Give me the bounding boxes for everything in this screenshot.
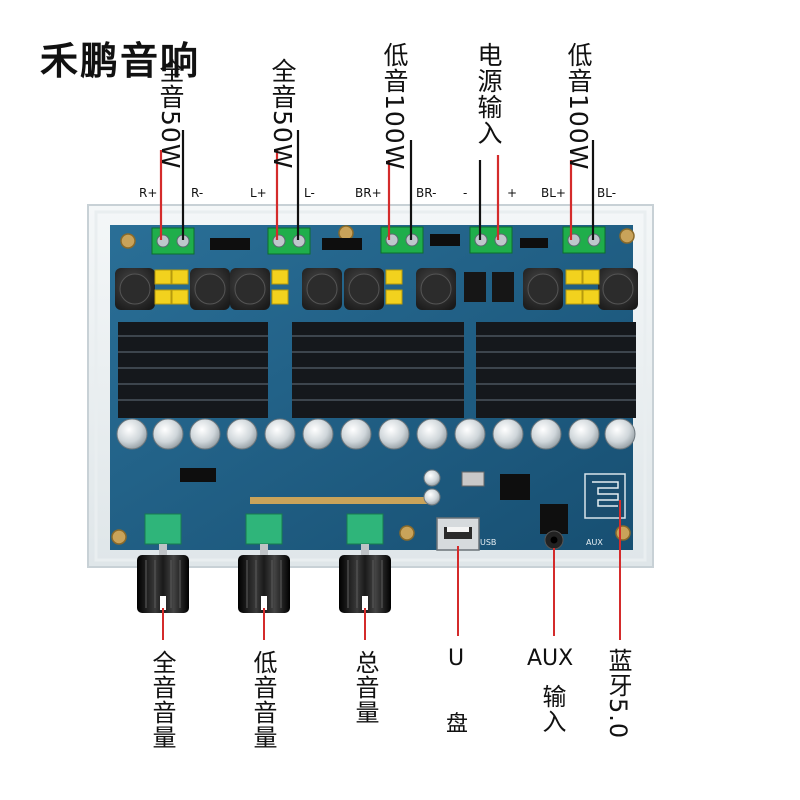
- board-print-usb: USB: [480, 538, 496, 547]
- pointer-lines-bottom: [162, 500, 621, 640]
- label-power-input: 电源输入: [474, 42, 503, 146]
- terminal-br-plus: BR+: [355, 186, 382, 200]
- label-full-range-right: 全音50W: [156, 58, 185, 170]
- electrolytic-capacitors: [116, 418, 636, 450]
- bluetooth-module: [584, 473, 626, 519]
- label-bass-left: 低音100W: [564, 42, 593, 171]
- terminal-r-plus: R+: [139, 186, 158, 200]
- label-usb-u: U: [448, 646, 465, 671]
- terminal-bl-plus: BL+: [541, 186, 566, 200]
- terminal-r-minus: R-: [191, 186, 204, 200]
- board-print-aux: AUX: [586, 538, 603, 547]
- standoff-screws: [111, 225, 635, 545]
- potentiometer-bodies: [144, 513, 384, 545]
- label-usb-disk: 盘: [446, 712, 469, 737]
- label-bass-volume: 低音音量: [249, 650, 277, 750]
- label-full-range-left: 全音50W: [268, 58, 297, 170]
- terminal-blocks: [151, 226, 606, 255]
- label-bass-right: 低音100W: [380, 42, 409, 171]
- lower-components: [180, 468, 530, 506]
- label-full-range-volume: 全音音量: [148, 650, 176, 750]
- diodes: [464, 272, 514, 302]
- volume-knobs: [137, 544, 391, 613]
- terminal-power-plus: +: [507, 186, 518, 200]
- aux-jack: [540, 504, 568, 550]
- brand-logo-text: 禾鹏音响: [40, 38, 201, 83]
- film-capacitors: [154, 269, 600, 305]
- smd-components: [210, 234, 548, 250]
- terminal-br-minus: BR-: [416, 186, 437, 200]
- terminal-bl-minus: BL-: [597, 186, 617, 200]
- inductors: [115, 268, 638, 310]
- terminal-l-minus: L-: [304, 186, 315, 200]
- label-master-volume: 总音量: [351, 650, 379, 725]
- usb-port: [436, 517, 480, 551]
- pointer-lines-top: [159, 130, 595, 240]
- label-bluetooth: 蓝牙5.0: [604, 648, 632, 740]
- terminal-l-plus: L+: [250, 186, 267, 200]
- terminal-power-minus: -: [463, 186, 468, 200]
- label-aux-input: 输入: [538, 684, 566, 734]
- label-aux: AUX: [527, 646, 574, 671]
- heatsinks: [118, 322, 636, 418]
